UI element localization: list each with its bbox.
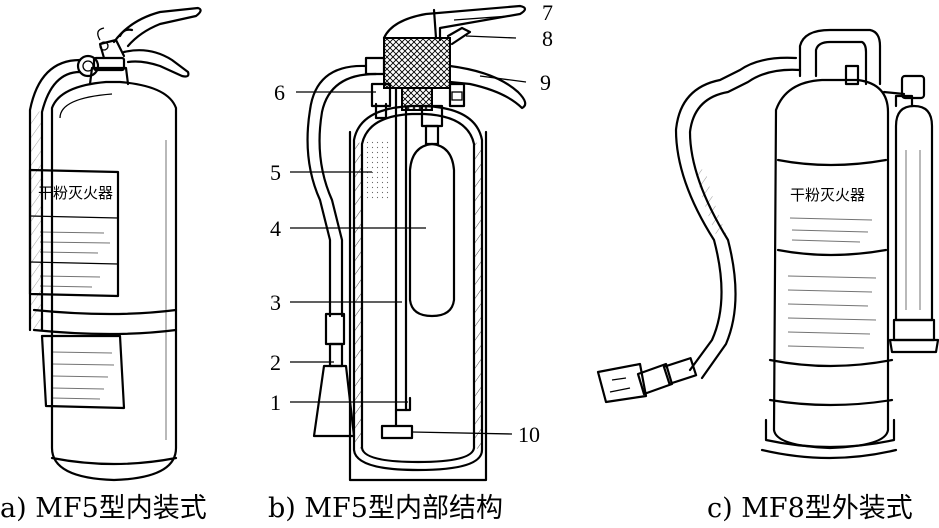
callout-6: 6 [274,80,285,105]
extinguisher-c: 干粉灭火器 [596,28,939,460]
callout-10: 10 [518,422,540,447]
label-c-title: 干粉灭火器 [790,186,865,204]
caption-b: b) MF5型内部结构 [268,493,503,524]
callout-3: 3 [270,290,281,315]
extinguisher-a: 干粉灭火器 [28,6,202,482]
label-a-title: 干粉灭火器 [38,184,113,202]
callout-2: 2 [270,350,281,375]
callout-4: 4 [270,216,281,241]
callout-7: 7 [542,0,553,25]
callout-5: 5 [270,160,281,185]
extinguisher-b-cutaway: 1 2 3 4 5 6 7 8 9 10 [270,0,553,482]
callout-1: 1 [270,390,281,415]
callout-9: 9 [540,70,551,95]
caption-a: a) MF5型内装式 [0,493,207,524]
callout-8: 8 [542,26,553,51]
caption-c: c) MF8型外装式 [707,493,913,524]
